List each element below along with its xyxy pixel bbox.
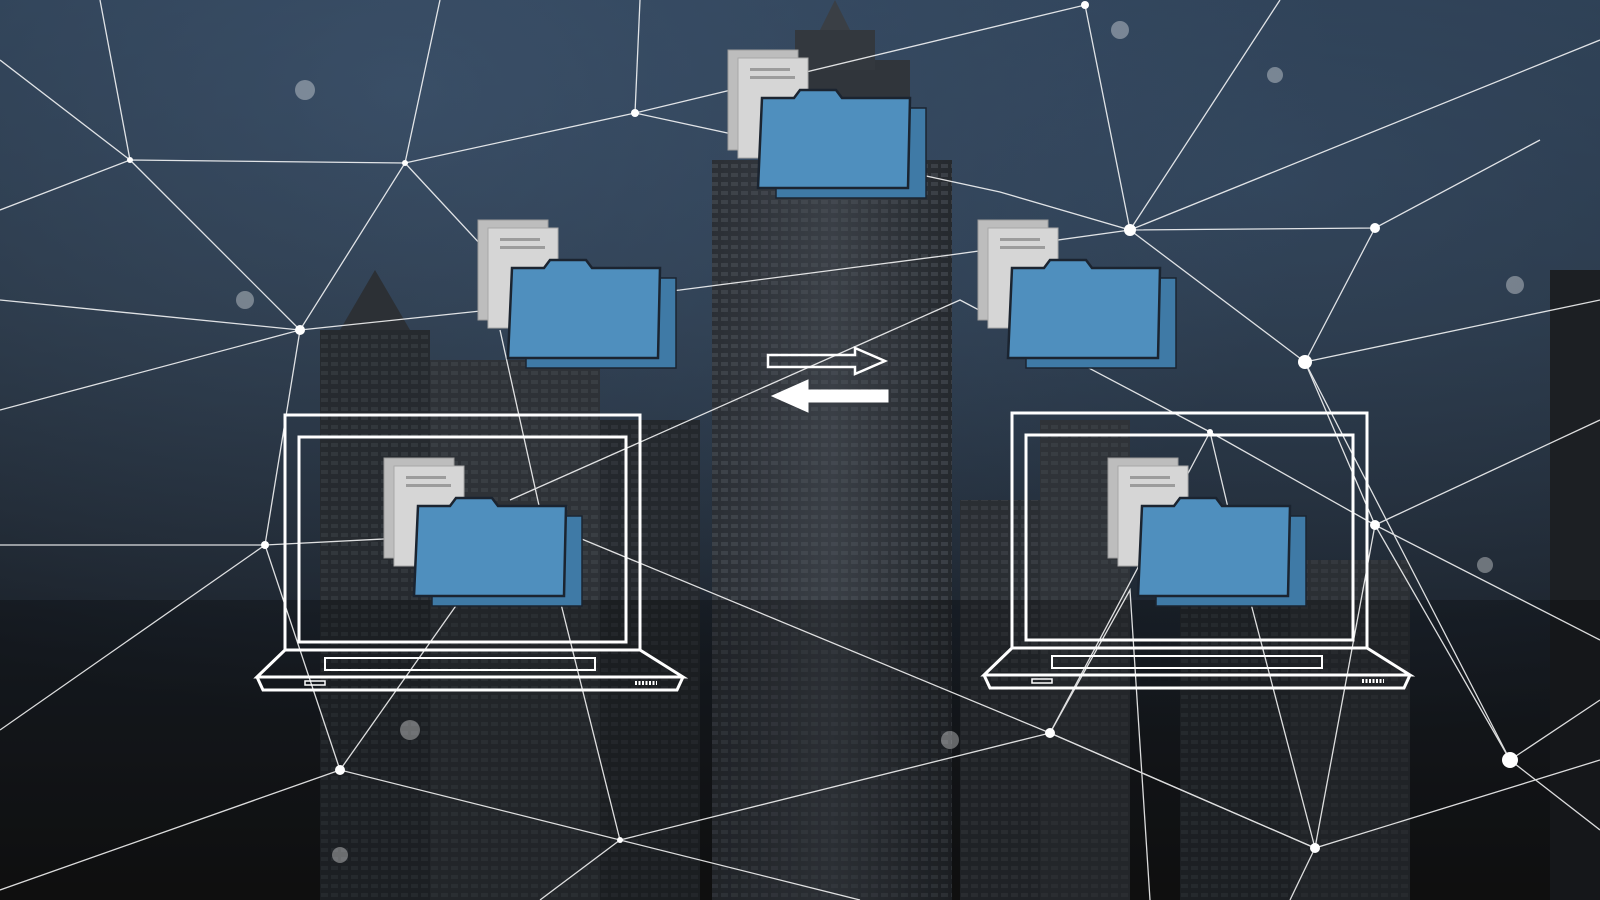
arrow-right-icon — [766, 346, 889, 376]
folder-icon — [976, 218, 1178, 370]
central-tower — [712, 0, 952, 900]
folder-icon — [1106, 456, 1308, 608]
folder-icon — [476, 218, 678, 370]
network-nodes — [127, 1, 1518, 853]
folder-icon — [382, 456, 584, 608]
right-towers — [960, 270, 1600, 900]
arrow-left-icon — [770, 379, 889, 413]
left-towers — [320, 270, 700, 900]
glow-spots — [236, 21, 1524, 863]
folder-icon — [726, 48, 928, 200]
